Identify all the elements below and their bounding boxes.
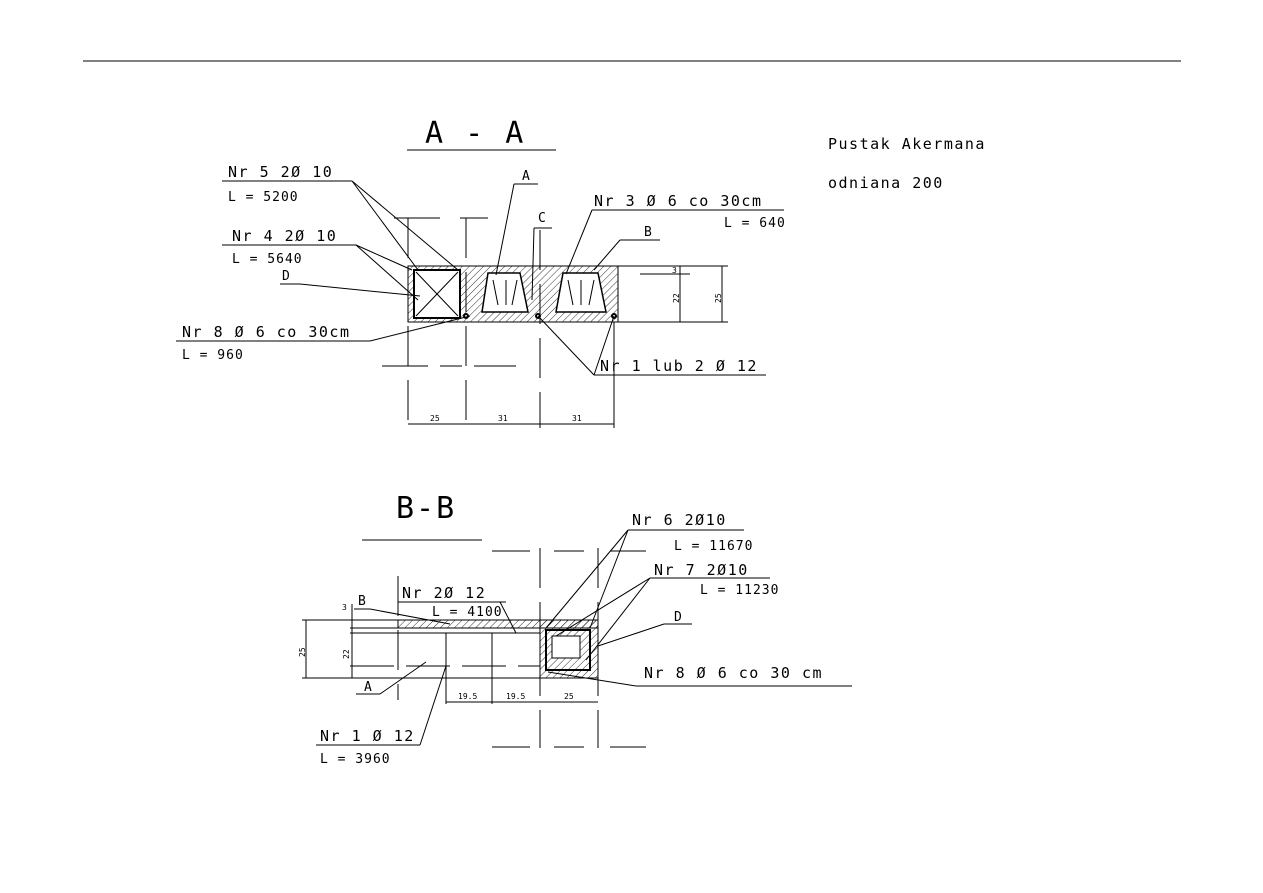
section-bb-label-nr8: Nr 8 Ø 6 co 30 cm <box>644 664 823 682</box>
section-bb: B-B 3 25 22 19.5 19.5 <box>298 491 852 767</box>
section-aa-label-b: B <box>644 225 653 240</box>
section-aa-block-1 <box>481 272 529 313</box>
section-aa-label-nr5: Nr 5 2Ø 10 <box>228 163 333 181</box>
section-aa-label-nr4: Nr 4 2Ø 10 <box>232 227 337 245</box>
section-aa-label-a: A <box>522 169 531 184</box>
section-aa-dim-w1: 25 <box>430 414 440 423</box>
section-bb-dim-w1: 19.5 <box>458 692 477 701</box>
section-bb-label-nr2: Nr 2Ø 12 <box>402 584 486 602</box>
section-aa-label-d: D <box>282 269 291 284</box>
section-aa-dim-inner: 22 <box>672 293 681 303</box>
section-bb-title: B-B <box>396 491 456 526</box>
note-block-type: Pustak Akermana <box>828 135 986 153</box>
section-bb-label-nr1-len: L = 3960 <box>320 752 391 767</box>
section-bb-dim-total: 25 <box>298 647 307 657</box>
section-bb-dim-inner: 22 <box>342 649 351 659</box>
note-scale: odniana 200 <box>828 174 944 192</box>
section-bb-label-nr7: Nr 7 2Ø10 <box>654 561 749 579</box>
section-aa-dim-total: 25 <box>714 293 723 303</box>
section-aa-title: A - A <box>425 116 525 151</box>
section-aa: A - A 3 22 25 <box>176 116 786 428</box>
section-aa-label-nr8: Nr 8 Ø 6 co 30cm <box>182 323 351 341</box>
section-bb-dim-w2: 19.5 <box>506 692 525 701</box>
section-bb-label-d: D <box>674 610 683 625</box>
section-aa-label-c: C <box>538 211 547 226</box>
section-aa-label-nr3-len: L = 640 <box>724 216 786 231</box>
section-aa-label-nr4-len: L = 5640 <box>232 252 303 267</box>
section-aa-label-nr1: Nr 1 lub 2 Ø 12 <box>600 357 758 375</box>
section-aa-label-nr3: Nr 3 Ø 6 co 30cm <box>594 192 763 210</box>
section-bb-label-nr2-len: L = 4100 <box>432 605 503 620</box>
section-aa-dim-w3: 31 <box>572 414 582 423</box>
section-bb-label-nr7-len: L = 11230 <box>700 583 779 598</box>
section-bb-label-nr6-len: L = 11670 <box>674 539 753 554</box>
section-aa-label-nr5-len: L = 5200 <box>228 190 299 205</box>
section-aa-dim-w2: 31 <box>498 414 508 423</box>
section-bb-dim-w3: 25 <box>564 692 574 701</box>
section-bb-label-nr6: Nr 6 2Ø10 <box>632 511 727 529</box>
section-bb-label-nr1: Nr 1 Ø 12 <box>320 727 415 745</box>
section-bb-dim-top: 3 <box>342 603 347 612</box>
section-aa-label-nr8-len: L = 960 <box>182 348 244 363</box>
section-bb-label-a: A <box>364 680 373 695</box>
section-bb-label-b: B <box>358 594 367 609</box>
section-aa-dim-top: 3 <box>672 266 677 275</box>
